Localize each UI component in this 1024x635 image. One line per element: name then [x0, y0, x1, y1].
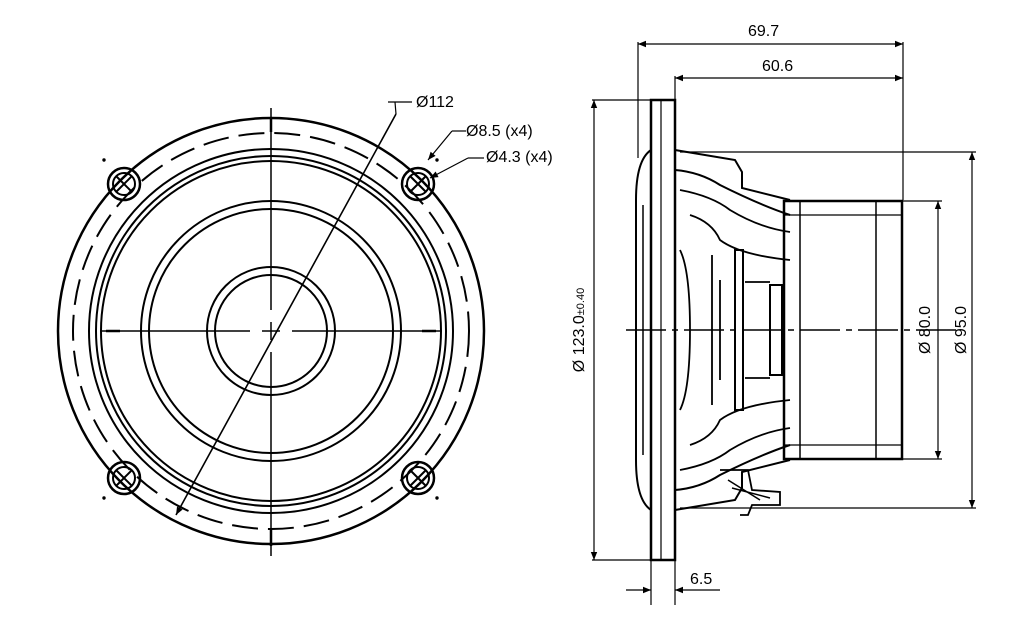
overall-depth-label: 69.7 — [748, 23, 779, 40]
flange-diameter-tolerance: ±0.40 — [575, 288, 587, 315]
svg-text:Ø 123.0±0.40: Ø 123.0±0.40 — [571, 288, 588, 372]
mount-hole-top-left — [106, 166, 142, 202]
mount-hole-bottom-right — [400, 460, 436, 496]
screw-hole-leader — [429, 157, 469, 179]
bolt-circle-leader — [394, 101, 397, 115]
side-basket-top — [674, 149, 791, 201]
body-depth-label: 60.6 — [762, 58, 793, 75]
mount-hole-bottom-left — [106, 460, 142, 496]
magnet-diameter-label: Ø 80.0 — [917, 306, 934, 354]
magnet-diameter-label-group: Ø 80.0 — [917, 306, 934, 354]
front-center-lines — [100, 108, 442, 556]
bolt-circle-label: Ø112 — [416, 94, 454, 111]
frame-diameter-label: Ø 95.0 — [953, 306, 970, 354]
flange-thickness-label: 6.5 — [690, 571, 712, 588]
mount-hole-label: Ø8.5 (x4) — [466, 123, 533, 140]
side-view — [590, 40, 976, 605]
mount-hole-leader — [427, 130, 453, 161]
side-terminal — [720, 469, 781, 516]
frame-diameter-label-group: Ø 95.0 — [953, 306, 970, 354]
mount-hole-top-right — [400, 166, 436, 202]
bolt-circle-diameter-line — [175, 113, 397, 516]
front-view — [56, 101, 486, 556]
flange-diameter-label-group: Ø 123.0±0.40 — [571, 288, 588, 372]
screw-hole-label: Ø4.3 (x4) — [486, 149, 553, 166]
side-magnet — [782, 199, 904, 461]
flange-diameter-label: Ø 123.0 — [571, 315, 588, 372]
